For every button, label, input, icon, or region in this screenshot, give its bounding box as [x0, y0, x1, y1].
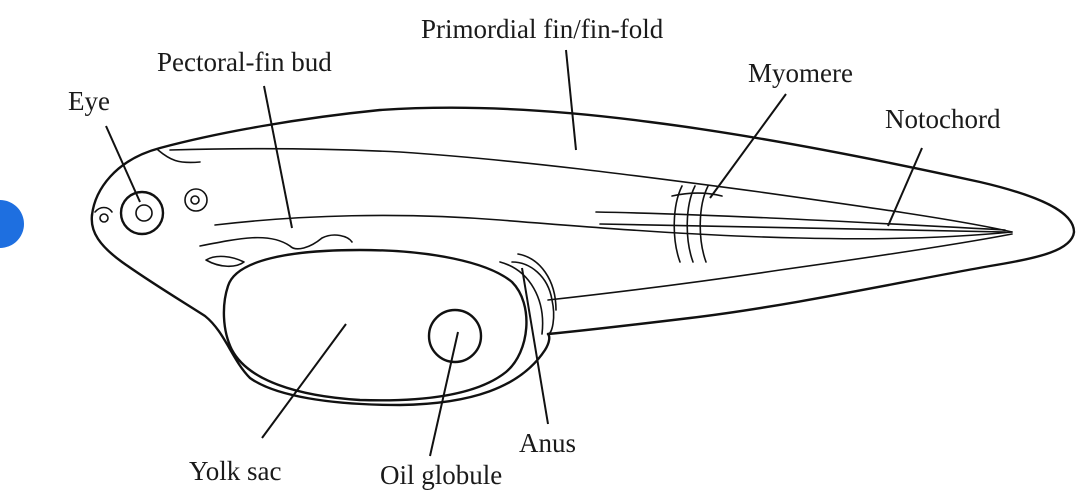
body-outline-dorsal — [92, 108, 1074, 334]
head-ventral-outline — [92, 215, 549, 405]
label-eye: Eye — [68, 86, 110, 116]
pectoral-fin-bud — [200, 235, 352, 249]
otic-vesicle — [185, 189, 207, 211]
yolk-sac — [224, 250, 527, 400]
myomere-line-1 — [674, 186, 682, 262]
larva-body — [92, 108, 1074, 405]
label-fin-fold: Primordial fin/fin-fold — [421, 14, 664, 44]
otic-vesicle-inner — [191, 196, 199, 204]
oil-globule — [429, 310, 481, 362]
myomere-line-3 — [700, 186, 708, 262]
label-oil-globule: Oil globule — [380, 460, 502, 490]
notochord-lower — [600, 224, 1005, 232]
label-pectoral-fin-bud: Pectoral-fin bud — [157, 47, 332, 77]
blue-marker-edge — [0, 200, 22, 248]
snout-detail — [95, 208, 112, 213]
label-anus: Anus — [519, 428, 576, 458]
leader-eye — [106, 126, 140, 202]
leader-yolk-sac — [262, 324, 346, 438]
leader-lines — [106, 50, 922, 456]
leader-myomere — [710, 94, 786, 198]
leader-pectoral — [264, 86, 292, 228]
eye-outer — [121, 192, 163, 234]
nostril — [100, 214, 108, 222]
pectoral-fin-bud-lower — [206, 256, 244, 266]
label-notochord: Notochord — [885, 104, 1001, 134]
inner-ventral-line — [548, 234, 1012, 300]
label-myomere: Myomere — [748, 58, 853, 88]
head-top-line — [158, 150, 200, 163]
myomere-line-2 — [687, 186, 695, 262]
label-yolk-sac: Yolk sac — [189, 456, 282, 486]
gut-line — [512, 262, 554, 334]
eye-inner — [136, 205, 152, 221]
labels: Primordial fin/fin-fold Pectoral-fin bud… — [68, 14, 1001, 490]
leader-fin-fold — [566, 50, 576, 150]
